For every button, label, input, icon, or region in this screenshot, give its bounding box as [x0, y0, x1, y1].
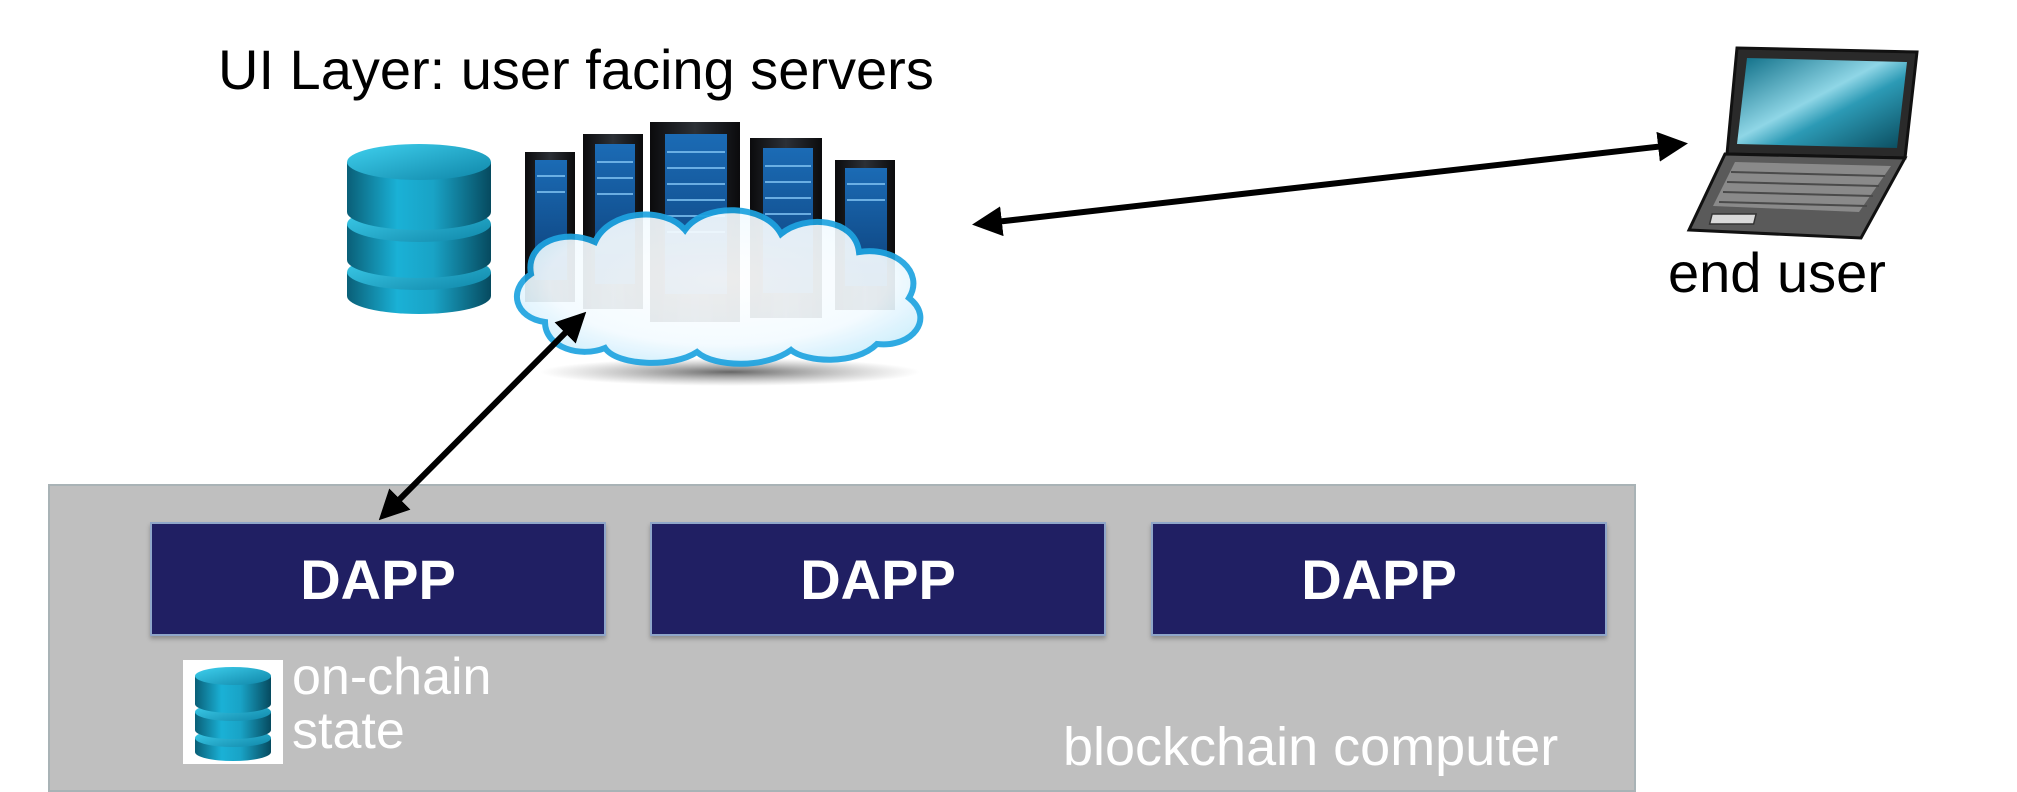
dapp-label: DAPP — [300, 547, 456, 611]
database-icon — [195, 667, 271, 761]
ui-layer-title: UI Layer: user facing servers — [218, 38, 934, 101]
dapp-label: DAPP — [1301, 547, 1457, 611]
arrow-servers-to-dapp — [378, 311, 587, 521]
onchain-state-label: on-chain state — [292, 650, 491, 758]
laptop-icon — [1686, 46, 1919, 240]
database-icon — [347, 144, 491, 314]
dapp-box-1: DAPP — [150, 522, 606, 636]
onchain-state-tile — [183, 660, 283, 764]
dapp-box-3: DAPP — [1151, 522, 1607, 636]
blockchain-computer-label: blockchain computer — [1063, 717, 1559, 777]
server-cloud-icon — [513, 122, 924, 386]
dapp-box-2: DAPP — [650, 522, 1106, 636]
arrow-servers-to-end-user — [972, 131, 1688, 237]
dapp-label: DAPP — [800, 547, 956, 611]
end-user-label: end user — [1668, 241, 1886, 304]
onchain-state-line1: on-chain — [292, 648, 492, 706]
onchain-state-line2: state — [292, 702, 405, 760]
